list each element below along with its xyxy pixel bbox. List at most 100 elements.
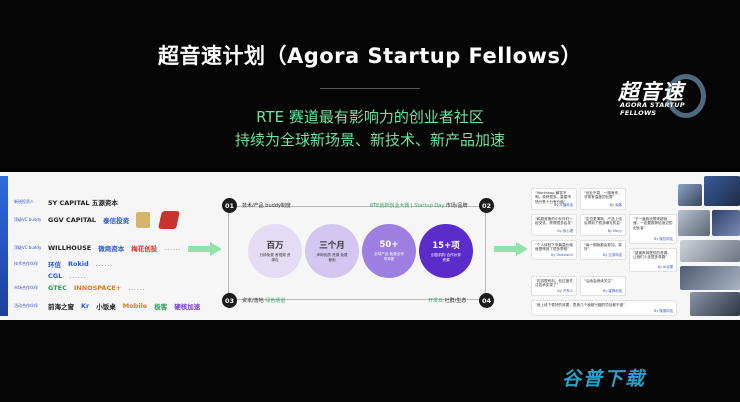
benefit-desc: 分钟免费 音视频 资源包 xyxy=(259,253,291,262)
brand-jike: 极客 xyxy=(154,303,168,311)
testimonial-author: By 微展科技 xyxy=(654,308,673,313)
subtitle-line1: RTE 赛道最有影响力的创业者社区 xyxy=(256,108,484,126)
testimonial-text: “Workshop 解答不明，收获很多，重建市场分享十分有价值” xyxy=(535,191,571,204)
benefit-desc: 创投机构 合作伙伴 资源 xyxy=(431,253,461,262)
testimonial-card: “Workshop 解答不明，收获很多，重建市场分享十分有价值” By 乐播科技 xyxy=(531,188,577,210)
program-frame xyxy=(228,206,486,300)
program-diagram: 01 02 03 04 技术/产品 buddy制度 RTE创新创业大赛 | St… xyxy=(222,198,494,308)
testimonial-text: “和超音速的小伙伴们一起交流，获得很多启发” xyxy=(535,217,573,226)
brand-weishang: 微商资本 xyxy=(98,245,125,253)
brand-red-badge-icon xyxy=(158,211,180,229)
testimonial-author: By AI谈课 xyxy=(657,264,673,269)
investor-row-label: 技术合作伙伴 xyxy=(14,260,38,266)
corner-text-4: 社群/生态 xyxy=(443,298,467,304)
subtitle-line2: 持续为全球新场景、新技术、新产品加速 xyxy=(234,131,505,149)
more-dots: ...... xyxy=(69,272,87,280)
investor-accent-bar xyxy=(0,176,8,316)
content-panel: 新锐投资人 5Y CAPITAL 五源资本 顶级VC buddy GGV CAP… xyxy=(0,172,740,320)
brand-tan-badge-icon xyxy=(136,212,151,228)
corner-text-4-highlight: 开发日 xyxy=(428,298,444,304)
testimonial-author: By 汽车人 xyxy=(557,288,573,293)
investor-row: 市场合作伙伴 GTEC INNOSPACE+ ...... xyxy=(14,282,146,294)
testimonial-text: “每一期我都会参加，真好” xyxy=(584,243,622,252)
testimonial-author: By Mayy xyxy=(607,228,622,233)
corner-text-bottom-right: 开发日 社群/生态 xyxy=(428,297,466,304)
corner-text-1: 技术/产品 buddy制度 xyxy=(242,203,291,209)
brand-kr: Kr xyxy=(81,302,90,310)
investor-section: 新锐投资人 5Y CAPITAL 五源资本 顶级VC buddy GGV CAP… xyxy=(0,176,200,316)
testimonial-text: “内容很有料，但过度关注技术实现了” xyxy=(535,279,573,288)
corner-text-top-right: RTE创新创业大赛 | Startup Day 市场/品牌 xyxy=(370,202,468,209)
event-photo xyxy=(712,210,740,236)
testimonial-card: “定位更清晰，产品上线后得到了很多曝光机会” By Mayy xyxy=(580,214,626,236)
benefit-value: 百万 xyxy=(266,241,284,252)
benefit-value: 三个月 xyxy=(319,241,345,252)
corner-text-bottom-left: 资本/落地 绿色通道 xyxy=(242,297,285,304)
corner-text-3: 资本/落地 xyxy=(242,298,266,304)
testimonial-card: “每一期我都会参加，真好” By 空游科技 xyxy=(580,240,626,260)
event-photo xyxy=(680,240,740,262)
step-badge-02: 02 xyxy=(479,198,494,213)
brand-cgl: CGL xyxy=(48,272,63,280)
testimonial-card: “感谢声网提供的资源，让我们少走很多弯路” By AI谈课 xyxy=(629,248,677,272)
more-dots: ...... xyxy=(164,244,182,252)
testimonial-author: By Voicetech xyxy=(551,252,573,257)
step-badge-03: 03 xyxy=(222,293,237,308)
benefit-circle-3: 50+ 全球产品 免费合作 导师团 xyxy=(362,224,416,278)
testimonial-text: “后续会继续关注” xyxy=(584,279,613,283)
testimonial-author: By 空游科技 xyxy=(603,252,622,257)
investor-row-label: 市场合作伙伴 xyxy=(14,284,38,290)
corner-text-2-highlight: RTE创新创业大赛 | Startup Day xyxy=(370,203,445,209)
arrow-right-icon xyxy=(188,242,222,256)
benefit-circle-2: 三个月 声网优质 资源 免费使用 xyxy=(305,224,359,278)
investor-row-label: 新锐投资人 xyxy=(14,198,34,204)
testimonial-text: “定位更清晰，产品上线后得到了很多曝光机会” xyxy=(584,217,622,226)
corner-text-3-highlight: 绿色通道 xyxy=(265,298,286,304)
brand-yinghe: 硬核加速 xyxy=(174,303,201,311)
event-photo xyxy=(678,184,702,206)
testimonial-card: “创业不易，一路有伴，非常有温度的社群” By 兔客 xyxy=(580,188,626,210)
brand-taixin: 泰信投资 xyxy=(103,217,130,225)
brand-qianhai: 前海之窗 xyxy=(48,303,74,311)
investor-row-label: 顶级VC buddy xyxy=(14,216,42,222)
event-photo xyxy=(678,210,710,236)
testimonial-author: By 蜜蜂科技 xyxy=(603,288,622,293)
testimonial-card: “内容很有料，但过度关注技术实现了” By 汽车人 xyxy=(531,276,577,296)
brand-5y-capital: 5Y CAPITAL 五源资本 xyxy=(48,199,118,207)
investor-row: 新锐投资人 5Y CAPITAL 五源资本 xyxy=(14,196,125,208)
investor-row: 技术合作伙伴 环信 Rokid ...... xyxy=(14,258,113,270)
logo-ring xyxy=(666,74,706,118)
event-photo xyxy=(680,266,740,290)
event-photo xyxy=(704,176,740,206)
watermark-text: 谷普下载 xyxy=(562,368,647,390)
brand-willhouse: WILLHOUSE xyxy=(48,244,92,252)
testimonial-text: “创业不易，一路有伴，非常有温度的社群” xyxy=(584,191,622,200)
investor-row: 活动合作伙伴 前海之窗 Kr 小饭桌 Mobile 极客 硬核加速 xyxy=(14,300,207,312)
testimonial-author: By 极心理 xyxy=(557,228,573,233)
investor-row: 顶级VC buddy WILLHOUSE 微商资本 梅花创投 ...... xyxy=(14,242,182,254)
program-logo: 超音速 AGORA STARTUP FELLOWS xyxy=(612,74,708,126)
testimonial-text: “下一届我还想来超音速，一定要推荐给身边的创业者” xyxy=(633,217,673,230)
testimonial-card: “个人体验下来最高价值就是得到了很多帮助” By Voicetech xyxy=(531,240,577,260)
benefit-desc: 全球产品 免费合作 导师团 xyxy=(374,252,404,261)
logo-main-text: 超音速 xyxy=(618,80,684,104)
testimonial-section: “Workshop 解答不明，收获很多，重建市场分享十分有价值” By 乐播科技… xyxy=(531,180,679,316)
page-title: 超音速计划（Agora Startup Fellows） xyxy=(157,44,583,68)
testimonial-author: By 微控科技 xyxy=(654,236,673,241)
testimonial-text: “我上线下更好的效果，表扬几个我超兴趣的项目都不错” xyxy=(535,303,625,307)
testimonial-author: By 乐播科技 xyxy=(554,202,573,207)
testimonial-author: By 兔客 xyxy=(609,202,622,207)
testimonial-card: “和超音速的小伙伴们一起交流，获得很多启发” By 极心理 xyxy=(531,214,577,236)
corner-text-top-left: 技术/产品 buddy制度 xyxy=(242,202,291,209)
testimonial-text: “感谢声网提供的资源，让我们少走很多弯路” xyxy=(633,251,671,260)
more-dots: ...... xyxy=(128,284,146,292)
brand-xiaofanzhuo: 小饭桌 xyxy=(96,303,116,311)
corner-text-2: 市场/品牌 xyxy=(444,203,468,209)
brand-innospace: INNOSPACE+ xyxy=(73,284,122,292)
testimonial-card: “我上线下更好的效果，表扬几个我超兴趣的项目都不错” By 微展科技 xyxy=(531,300,677,316)
step-badge-04: 04 xyxy=(479,293,494,308)
investor-row: CGL ...... xyxy=(14,270,87,282)
investor-row: 顶级VC buddy GGV CAPITAL 泰信投资 xyxy=(14,211,180,229)
testimonial-card: “下一届我还想来超音速，一定要推荐给身边的创业者” By 微控科技 xyxy=(629,214,677,244)
benefit-value: 50+ xyxy=(379,240,399,251)
